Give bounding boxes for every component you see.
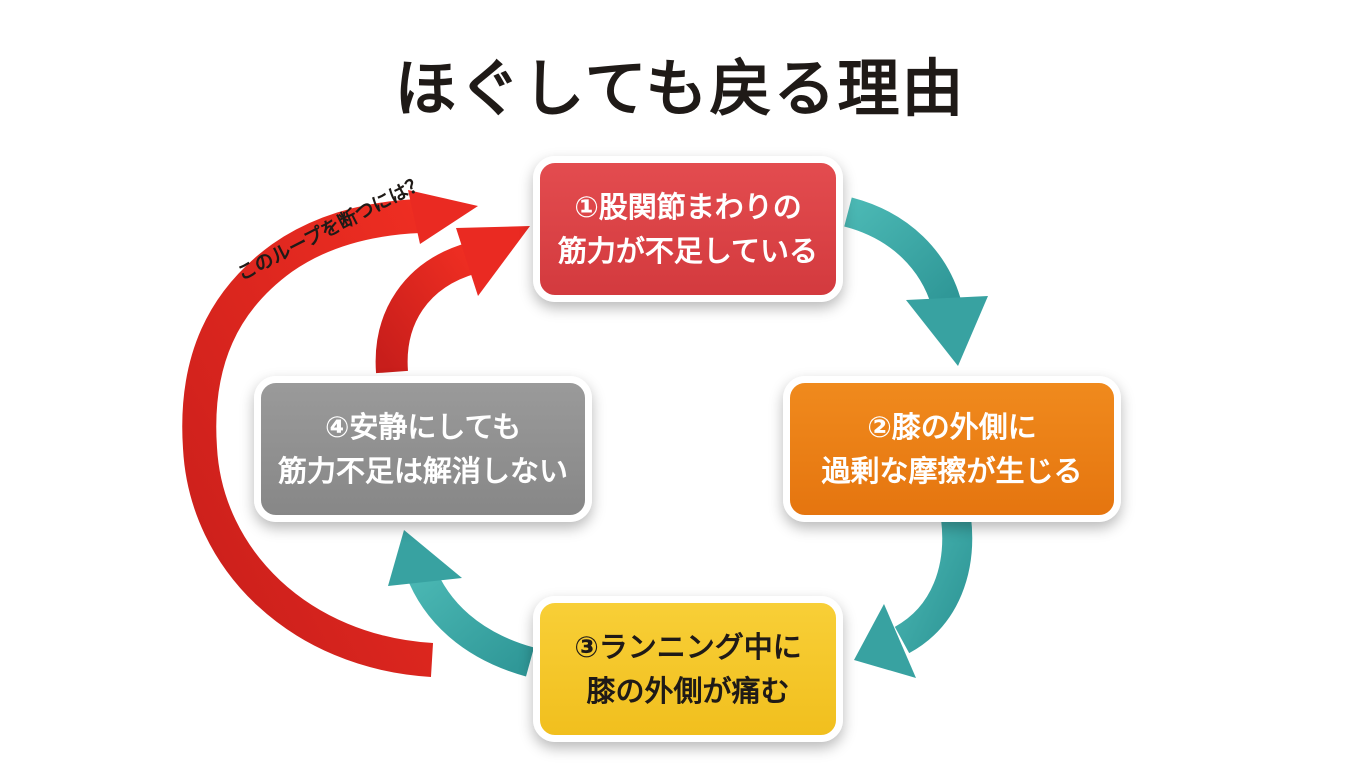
step-2-line-2: 過剰な摩擦が生じる xyxy=(821,454,1083,488)
step-3-line-1: ③ランニング中に xyxy=(574,630,802,664)
step-3-line-2: 膝の外側が痛む xyxy=(586,674,790,708)
loop-arrow xyxy=(182,190,478,677)
step-4-line-2: 筋力不足は解消しない xyxy=(277,454,568,488)
step-4-line-1: ④安静にしても xyxy=(324,410,522,444)
step-1-box: ①股関節まわりの 筋力が不足している xyxy=(533,156,843,302)
step-1-line-2: 筋力が不足している xyxy=(557,234,819,268)
step-1-line-1: ①股関節まわりの xyxy=(574,190,802,224)
arrow-step3-to-step4 xyxy=(388,530,535,677)
step-3-box: ③ランニング中に 膝の外側が痛む xyxy=(533,596,843,742)
arrow-step4-to-step1 xyxy=(375,226,530,374)
arrow-step1-to-step2 xyxy=(843,197,988,366)
page-title: ほぐしても戻る理由 xyxy=(394,52,966,125)
step-2-box: ②膝の外側に 過剰な摩擦が生じる xyxy=(783,376,1121,522)
step-4-box: ④安静にしても 筋力不足は解消しない xyxy=(254,376,592,522)
step-2-line-1: ②膝の外側に xyxy=(867,410,1037,444)
arrow-step2-to-step3 xyxy=(854,516,973,678)
